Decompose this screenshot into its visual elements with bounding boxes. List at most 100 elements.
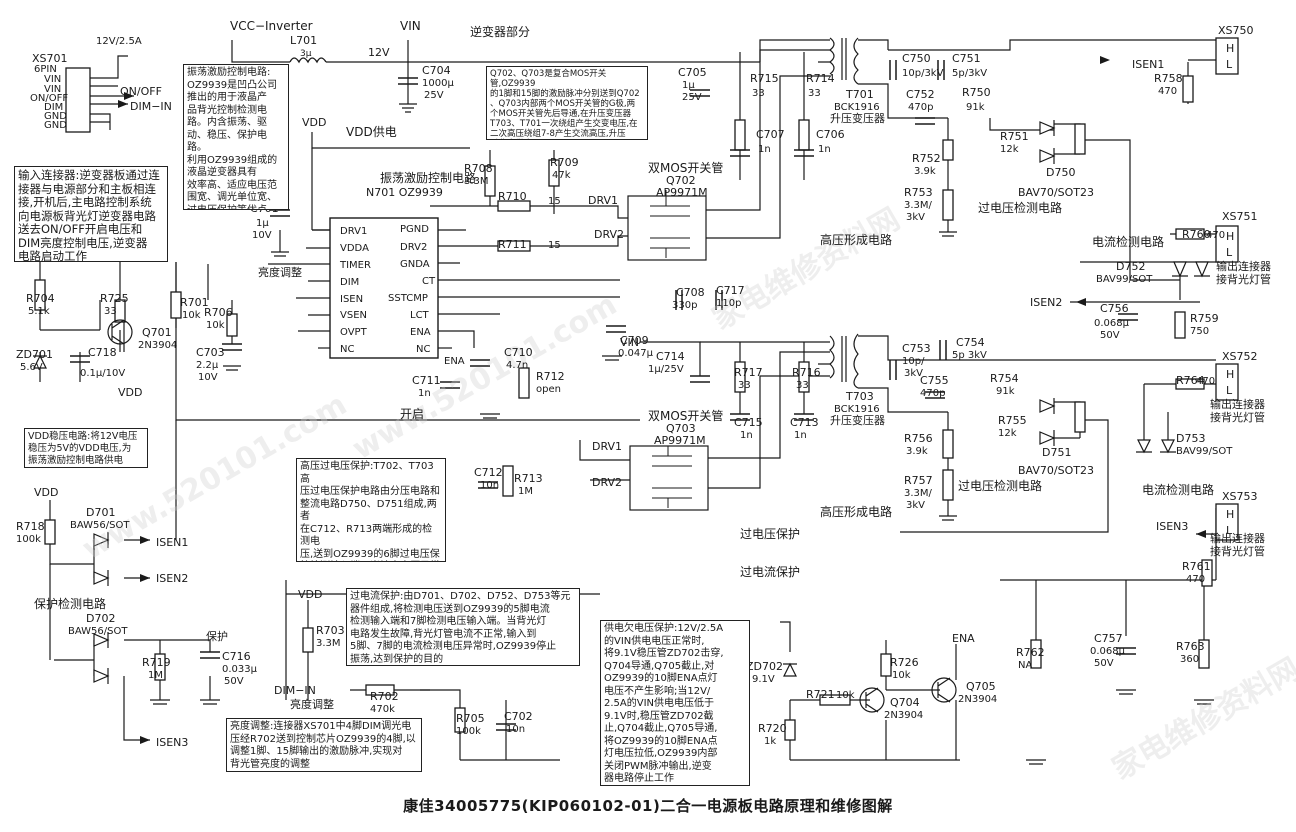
label-d752-val: BAV99/SOT <box>1096 274 1153 285</box>
label-q701-type: 2N3904 <box>138 340 177 351</box>
label-r713-val: 1M <box>518 486 533 497</box>
label-r757: R757 <box>904 474 933 487</box>
label-pin-vin2: VIN <box>44 84 61 95</box>
label-bav70-2: BAV70/SOT23 <box>1018 464 1094 477</box>
label-c712: C712 <box>474 466 503 479</box>
note-input-connector: 输入连接器:逆变器板通过连 接器与电源部分和主板相连 接,开机后,主电路控制系统… <box>14 166 168 262</box>
label-c703-v: 10V <box>198 372 218 383</box>
label-hv-form1: 高压形成电路 <box>820 232 892 247</box>
connector-pin-l: L <box>1226 58 1233 71</box>
label-t701-type: BCK1916 <box>834 102 880 113</box>
label-d701: D701 <box>86 506 115 519</box>
label-r750-val: 91k <box>966 102 985 113</box>
label-r750: R750 <box>962 86 991 99</box>
label-r752-val: 3.9k <box>914 166 936 177</box>
label-c705-val: 1μ <box>682 80 695 91</box>
label-c718: C718 <box>88 346 117 359</box>
label-protect: 保护 <box>206 629 228 643</box>
label-d701-type: BAW56/SOT <box>70 520 130 531</box>
label-out-conn4: 输出连接器接背光灯管 <box>1210 531 1265 558</box>
label-startup: 开启 <box>400 407 424 421</box>
label-c705: C705 <box>678 66 707 79</box>
label-t701: T701 <box>845 88 874 101</box>
label-drv1-a: DRV1 <box>588 194 618 207</box>
label-c755: C755 <box>920 374 949 387</box>
note-overcurrent: 过电流保护:由D701、D702、D752、D753等元 器件组成,将检测电压送… <box>346 588 580 666</box>
label-c711-val: 1n <box>418 388 431 399</box>
label-r716: R716 <box>792 366 821 379</box>
label-r758: R758 <box>1154 72 1183 85</box>
label-zd701-val: 5.6V <box>20 362 43 373</box>
label-r751-val: 12k <box>1000 144 1019 155</box>
connector-pin-l: L <box>1226 384 1233 397</box>
connector-pin-h: H <box>1226 230 1234 243</box>
watermark-4: 家电维修资料网 <box>1107 652 1296 787</box>
label-d750: D750 <box>1046 166 1075 179</box>
label-c708: C708 <box>676 286 705 299</box>
label-c702: C702 <box>504 710 533 723</box>
label-c754: C754 <box>956 336 985 349</box>
label-c708-val: 330p <box>672 300 697 311</box>
diodes <box>33 120 1210 684</box>
label-isen-det2: 电流检测电路 <box>1142 482 1214 497</box>
label-c753: C753 <box>902 342 931 355</box>
label-r702-val: 470k <box>370 704 395 715</box>
label-ic-vdda: VDDA <box>340 243 369 254</box>
label-ap1: AP9971M <box>656 186 708 199</box>
label-r753: R753 <box>904 186 933 199</box>
note-vdd-regulator: VDD稳压电路:将12V电压 稳压为5V的VDD电压,为 振荡激励控制电路供电 <box>24 428 148 468</box>
label-c703: C703 <box>196 346 225 359</box>
label-c755-val: 470p <box>920 388 945 399</box>
label-pin-vin1: VIN <box>44 74 61 85</box>
label-c751: C751 <box>952 52 981 65</box>
mosfet-internal <box>650 190 692 508</box>
label-xs701-type: 6PIN <box>34 64 57 75</box>
label-ic-nc2: NC <box>416 344 430 355</box>
label-r714: R714 <box>806 72 835 85</box>
label-c753-v: 3kV <box>904 368 923 379</box>
label-r717: R717 <box>734 366 763 379</box>
label-ena-lbl: ENA <box>444 356 465 367</box>
label-c718-val: 0.1μ/10V <box>80 368 125 379</box>
label-bright2: 亮度调整 <box>290 697 334 711</box>
label-r762-val: NA <box>1018 660 1032 671</box>
label-vin-25a: 12V/2.5A <box>96 36 142 47</box>
label-zd701: ZD701 <box>16 348 53 361</box>
label-isen2: ISEN2 <box>1030 296 1062 309</box>
label-c715-val: 1n <box>740 430 753 441</box>
label-drv1-b: DRV1 <box>592 440 622 453</box>
connector-pin-h: H <box>1226 368 1234 381</box>
label-q702: Q702 <box>666 174 696 187</box>
label-r714-val: 33 <box>808 88 821 99</box>
label-c757-v: 50V <box>1094 658 1114 669</box>
label-c710-val: 4.7n <box>506 360 528 371</box>
label-c706: C706 <box>816 128 845 141</box>
label-r760: R760 <box>1182 228 1211 241</box>
label-osc-title: 振荡激励控制电路 <box>380 170 476 185</box>
label-r721-val: 10k <box>836 690 855 701</box>
label-c751-val: 5p/3kV <box>952 68 987 79</box>
label-q701: Q701 <box>142 326 172 339</box>
label-out-conn2: 输出连接器接背光灯管 <box>1216 259 1271 286</box>
label-r761: R761 <box>1182 560 1211 573</box>
label-ovp-line: 过电压保护 <box>740 527 800 541</box>
label-v12: 12V <box>368 46 390 59</box>
label-xs750: XS750 <box>1218 24 1254 37</box>
label-l701-val: 3μ <box>300 49 312 59</box>
label-vdd-supply: VDD供电 <box>346 125 397 139</box>
connector-pin-h: H <box>1226 508 1234 521</box>
label-isen2-l: ISEN2 <box>156 572 188 585</box>
label-c716-v: 50V <box>224 676 244 687</box>
label-c752-val: 470p <box>908 102 933 113</box>
inductor-l701 <box>289 57 327 64</box>
label-r759-val: 750 <box>1190 326 1209 337</box>
label-c707: C707 <box>756 128 785 141</box>
label-r708: R708 <box>464 162 493 175</box>
label-ic-ena: ENA <box>410 327 431 338</box>
label-d751: D751 <box>1042 446 1071 459</box>
label-ovp-det2: 过电压检测电路 <box>958 478 1042 493</box>
label-d702: D702 <box>86 612 115 625</box>
label-ic-ct: CT <box>422 276 436 287</box>
label-xs701: XS701 <box>32 52 68 65</box>
label-c757-val: 0.068μ <box>1090 646 1126 657</box>
